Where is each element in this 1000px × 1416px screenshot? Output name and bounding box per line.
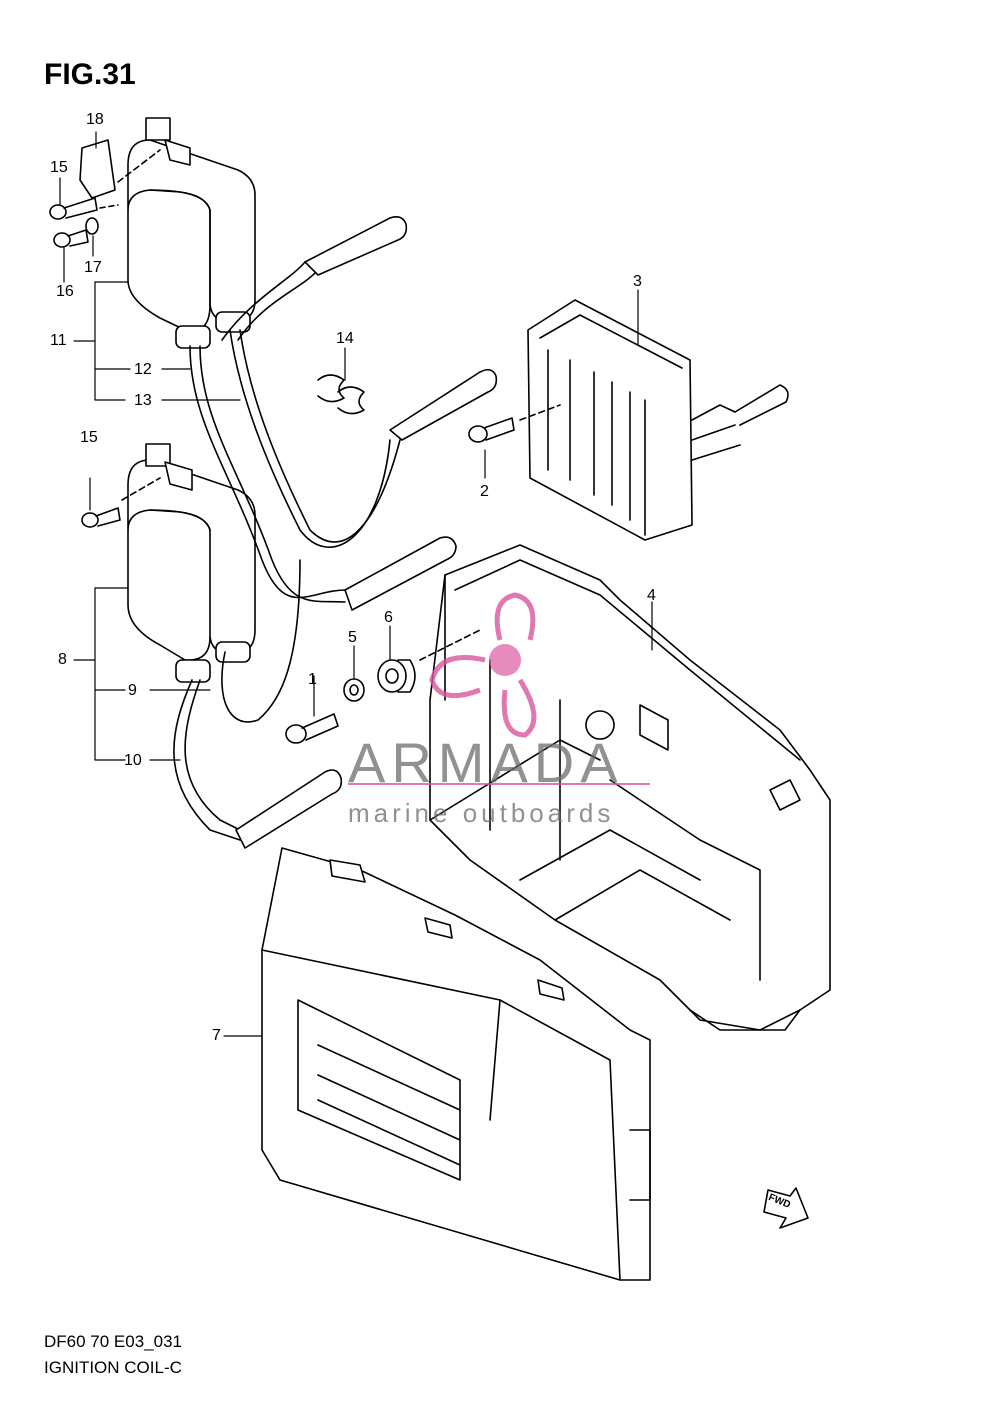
fwd-arrow-icon — [763, 1187, 809, 1229]
bracket-18 — [79, 139, 116, 199]
figure-title: FIG.31 — [44, 58, 136, 91]
callout-6: 6 — [384, 609, 393, 626]
callout-9: 9 — [128, 682, 137, 699]
callout-8: 8 — [58, 651, 67, 668]
callout-14: 14 — [336, 330, 354, 347]
callout-10: 10 — [124, 752, 142, 769]
callout-17: 17 — [84, 259, 102, 276]
leader-lines — [59, 131, 653, 1037]
callout-11: 11 — [50, 332, 67, 349]
footer-name: IGNITION COIL-C — [44, 1358, 182, 1377]
case-cover-7 — [261, 847, 651, 1281]
electrical-case-4 — [429, 544, 831, 1031]
callout-7: 7 — [212, 1027, 221, 1044]
callout-15-upper: 15 — [50, 159, 68, 176]
callout-1: 1 — [308, 671, 317, 688]
callout-12: 12 — [134, 361, 152, 378]
watermark-tagline: marine outboards — [348, 798, 615, 828]
high-tension-cords — [173, 216, 498, 849]
ignition-coil-upper — [127, 117, 256, 349]
watermark-brand: ARMADA — [348, 731, 624, 794]
rectifier-3 — [527, 299, 789, 541]
washer-5 — [343, 678, 365, 702]
cord-clip-14 — [317, 374, 365, 415]
callout-18: 18 — [86, 111, 104, 128]
bolt-1 — [285, 713, 339, 744]
callout-13: 13 — [134, 392, 152, 409]
bolt-16 — [53, 229, 89, 248]
callout-16: 16 — [56, 283, 74, 300]
bolt-2 — [468, 417, 515, 443]
grommet-6 — [377, 659, 416, 693]
bolt-15-lower — [81, 507, 121, 528]
callout-15-lower: 15 — [80, 429, 98, 446]
callout-2: 2 — [480, 483, 489, 500]
bolt-15-upper — [49, 197, 98, 220]
callout-5: 5 — [348, 629, 357, 646]
ignition-coil-lower — [127, 443, 256, 683]
footer-code: DF60 70 E03_031 — [44, 1332, 182, 1351]
callout-3: 3 — [633, 273, 642, 290]
callout-4: 4 — [647, 587, 656, 604]
washer-17 — [85, 217, 99, 235]
